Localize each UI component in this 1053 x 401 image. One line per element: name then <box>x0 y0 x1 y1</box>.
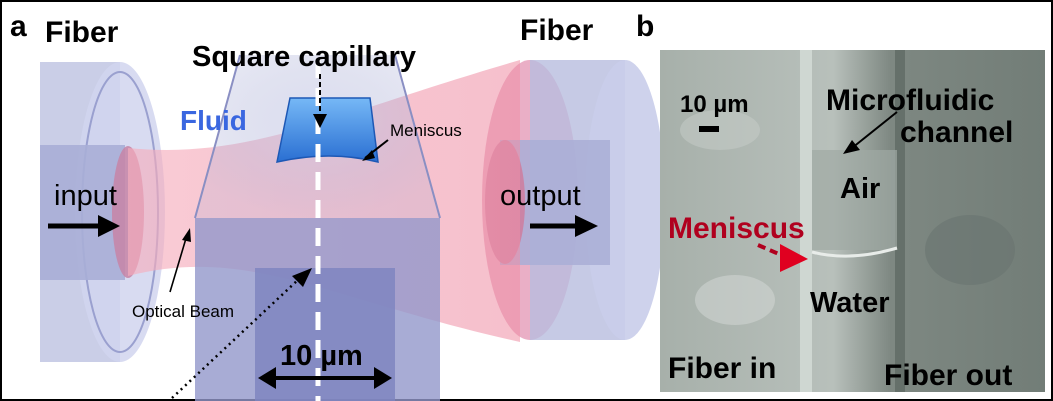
panel-a: a Fiber Fiber Square capillary Fluid Men… <box>10 10 665 401</box>
channel-arrowhead <box>843 140 860 154</box>
channel-label-line2: channel <box>900 116 1013 149</box>
square-capillary <box>194 54 441 401</box>
meniscus-arrowhead <box>362 150 375 161</box>
fiber-texture <box>680 110 760 150</box>
water-label: Water <box>810 287 890 319</box>
dotted-pointer-head <box>292 268 312 287</box>
panel-a-letter: a <box>10 10 27 43</box>
width-arrowhead-left <box>258 367 276 389</box>
channel-left-wall <box>800 50 812 392</box>
width-arrowhead-right <box>374 367 392 389</box>
capillary-label: Square capillary <box>192 41 416 73</box>
fiber-right-label: Fiber <box>520 14 594 47</box>
meniscus-label-b: Meniscus <box>668 212 805 245</box>
output-label: output <box>500 180 581 212</box>
beam-pointer <box>169 234 188 293</box>
meniscus-interface <box>811 246 898 258</box>
capillary-arrowhead <box>313 114 327 128</box>
air-region <box>812 150 897 250</box>
air-label: Air <box>840 173 880 205</box>
output-arrowhead <box>575 215 598 237</box>
panel-b-letter: b <box>636 10 654 43</box>
fiber-left-label: Fiber <box>45 16 119 49</box>
scale-label: 10 µm <box>680 91 749 118</box>
channel-label-line1: Microfluidic <box>826 84 994 117</box>
input-arrowhead <box>98 215 120 237</box>
fiber-texture <box>925 215 1015 285</box>
scale-bar <box>699 126 719 132</box>
input-label: input <box>54 180 117 212</box>
width-label: 10 µm <box>280 340 363 372</box>
channel-right-wall <box>895 50 905 392</box>
panel-b: b 10 µm Microfluidic channel Air Meniscu… <box>636 10 1045 392</box>
fiber-out-label: Fiber out <box>884 359 1012 392</box>
meniscus-marker-arrowhead <box>780 244 808 272</box>
channel-arrow <box>851 111 898 149</box>
fiber-texture <box>695 275 775 325</box>
beam-label: Optical Beam <box>132 302 234 321</box>
beam-pointer-head <box>182 228 191 242</box>
fiber-in-label: Fiber in <box>668 352 776 385</box>
fluid-label: Fluid <box>180 105 247 136</box>
fluid-volume <box>276 97 379 163</box>
meniscus-label: Meniscus <box>390 121 462 140</box>
